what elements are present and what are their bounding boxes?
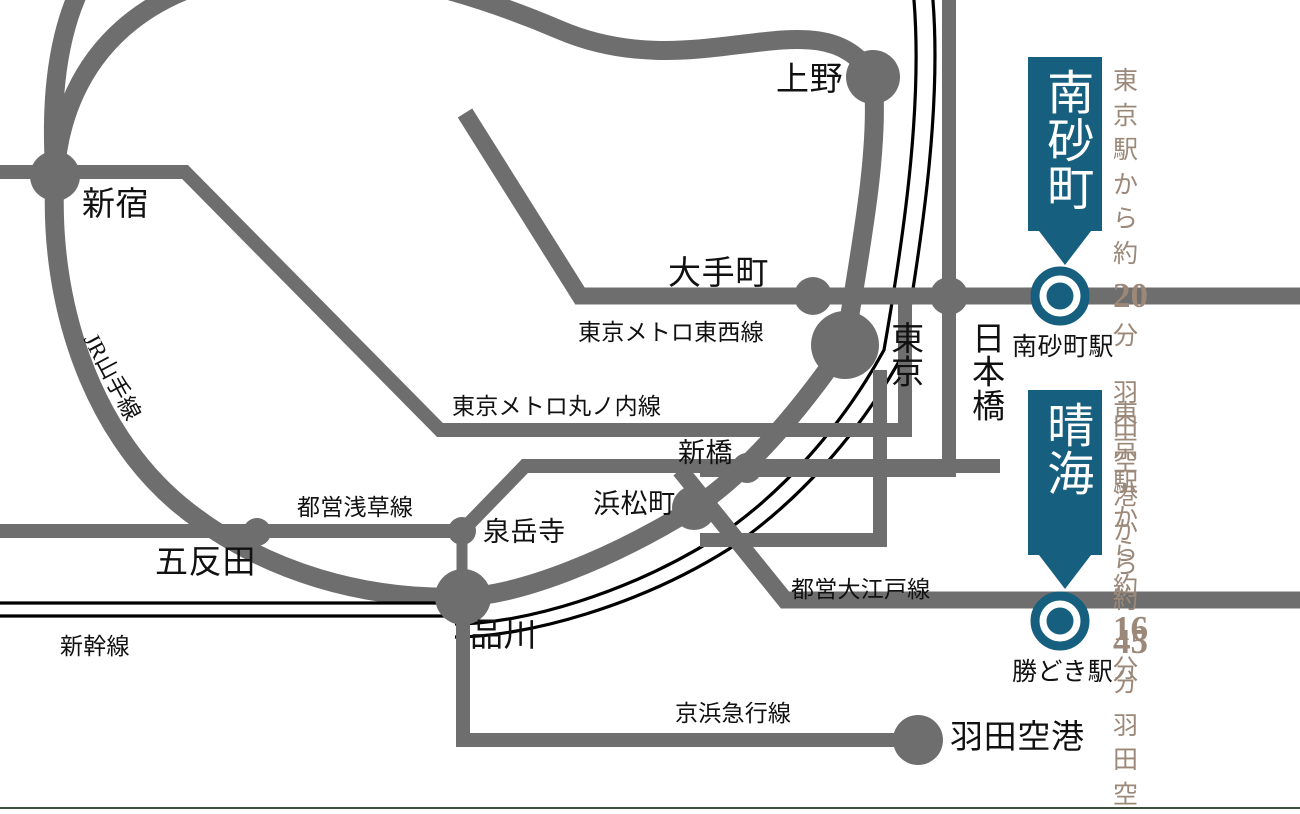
target-station-markers [1030, 266, 1090, 651]
shinkansen-line [0, 601, 463, 618]
tokyo-shimbashi-spur [700, 370, 887, 547]
route-origin: 羽田空港から [1113, 379, 1139, 580]
route-origin: 羽田空港から [1113, 712, 1139, 809]
station-marker-kachidoki [1030, 591, 1090, 651]
route-duration: 約45分 [1113, 584, 1148, 701]
station-dot-sengakuji [448, 517, 476, 545]
callout-info-harumi: 東京駅から 約16分 羽田空港から 約45分 [1113, 398, 1148, 814]
route-origin: 東京駅から [1113, 401, 1139, 566]
route-info-item: 東京駅から 約16分 [1113, 398, 1148, 688]
station-dot-hamamatsucho [672, 486, 716, 530]
callout-flag-label-minamisunamachi: 南砂町 [1039, 68, 1092, 212]
route-duration-suffix: 分 [1113, 323, 1139, 351]
route-duration-number: 20 [1113, 276, 1148, 315]
callout-flag-label-harumi: 晴海 [1039, 401, 1092, 497]
station-marker-minamisunamachi [1030, 266, 1090, 326]
callout-flag-harumi: 晴海 [1028, 390, 1102, 555]
keikyu-line [456, 600, 918, 747]
station-dots [30, 50, 968, 765]
station-dot-shinagawa [435, 569, 491, 625]
station-dot-otemachi [794, 277, 832, 315]
station-dot-gotanda [243, 518, 271, 546]
route-duration-prefix: 約 [1113, 240, 1139, 268]
route-duration-suffix: 分 [1113, 656, 1139, 684]
station-dot-haneda [893, 715, 943, 765]
station-dot-tokyo [811, 311, 879, 379]
route-duration-suffix: 分 [1113, 669, 1139, 697]
callout-arrow-minamisunamachi [1039, 231, 1091, 265]
route-info-item: 羽田空港から 約45分 [1113, 377, 1148, 701]
tokyo-metro-marunouchi-line [0, 165, 912, 437]
route-duration-number: 16 [1113, 609, 1148, 648]
route-info-item: 東京駅から 約 20 分 [1113, 65, 1148, 355]
route-duration-prefix: 約 [1113, 586, 1139, 614]
station-dot-shimbashi [732, 453, 762, 483]
route-duration-number: 45 [1113, 622, 1148, 662]
callout-flag-minamisunamachi: 南砂町 [1028, 57, 1102, 231]
station-dot-ueno [846, 50, 900, 104]
route-duration-prefix: 約 [1113, 573, 1139, 601]
station-dot-shinjuku [30, 151, 80, 201]
callout-arrow-harumi [1039, 555, 1091, 589]
route-info-item: 羽田空港から 約45分 [1113, 710, 1148, 814]
jr-parallel-lines [454, 0, 937, 639]
callout-info-minamisunamachi: 東京駅から 約20分 羽田空港から 約45分 [1113, 65, 1148, 701]
route-origin: 東京駅から [1113, 68, 1139, 233]
station-dot-nihonbashi [930, 277, 968, 315]
toei-asakusa-line [0, 459, 1000, 538]
footer-divider [0, 807, 1300, 809]
route-duration: 約16分 [1113, 571, 1148, 688]
route-duration: 約 20 分 [1113, 238, 1148, 355]
